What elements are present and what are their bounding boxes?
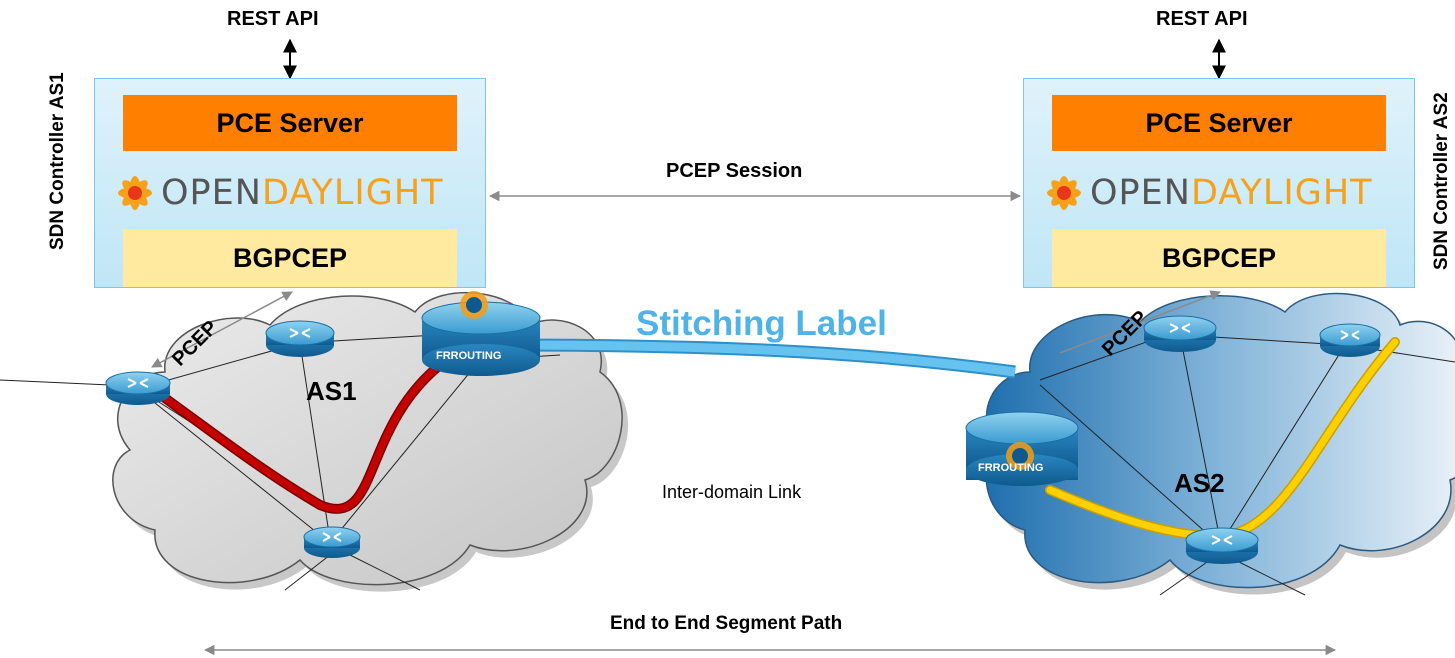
router-icon [105,371,171,405]
rest-api-label-as2: REST API [1156,8,1248,30]
stitching-label: Stitching Label [636,304,887,343]
pcep-session-label: PCEP Session [666,160,803,182]
frrouting-router-as2 [965,411,1079,486]
bgpcep-box: BGPCEP [123,229,457,287]
end-to-end-label: End to End Segment Path [610,613,843,634]
as1-label: AS1 [306,376,357,406]
pcep-link-as1 [151,291,293,368]
opendaylight-icon [1047,176,1081,210]
opendaylight-open-text: OPEN [161,173,262,213]
frrouting-label-as1: FRROUTING [436,350,502,362]
pce-server-box: PCE Server [123,95,457,151]
frrouting-router-as1 [421,291,541,376]
router-icon [1143,315,1217,352]
controller-side-label-as1: SDN Controller AS1 [47,72,68,250]
opendaylight-icon [118,176,152,210]
pcep-link-as2 [1059,290,1221,354]
as2-label: AS2 [1174,468,1225,498]
inter-domain-link-label: Inter-domain Link [662,482,802,502]
frrouting-label-as2: FRROUTING [978,462,1044,474]
router-icon [303,526,361,558]
router-icon [1185,527,1259,564]
router-icon [265,320,335,357]
as2-links [1039,329,1455,596]
rest-api-label-as1: REST API [227,8,319,30]
pce-server-box: PCE Server [1052,95,1386,151]
opendaylight-daylight-text: DAYLIGHT [261,173,444,213]
opendaylight-daylight-text: DAYLIGHT [1190,173,1373,213]
bgpcep-box: BGPCEP [1052,229,1386,287]
router-icon [1319,323,1381,357]
controller-side-label-as2: SDN Controller AS2 [1431,92,1452,270]
opendaylight-open-text: OPEN [1090,173,1191,213]
